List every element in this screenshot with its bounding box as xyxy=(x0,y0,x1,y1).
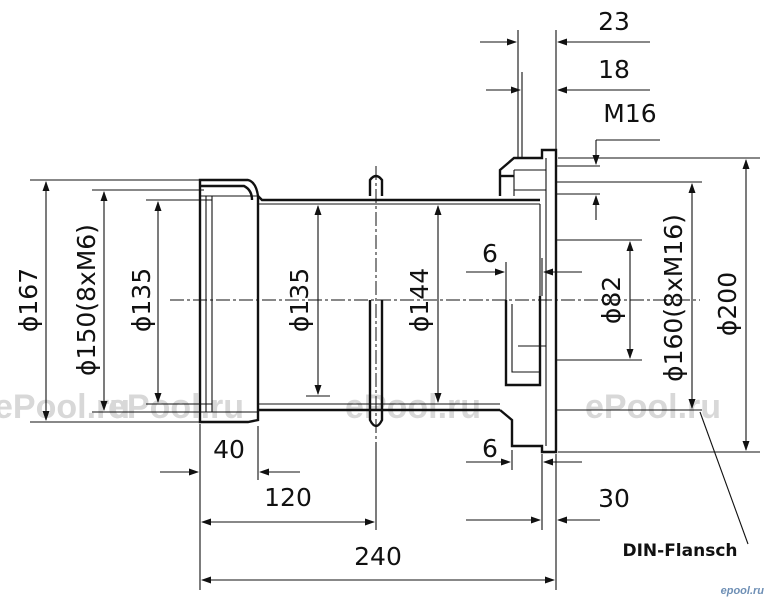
dim-d150: ϕ150(8xM6) xyxy=(72,224,101,376)
dim-d160: ϕ160(8xM16) xyxy=(659,214,688,382)
dim-d135-mid: ϕ135 xyxy=(285,268,314,332)
dim-d82: ϕ82 xyxy=(597,276,626,324)
site-logo: epool.ru xyxy=(721,585,765,597)
dim-6-top: 6 xyxy=(482,239,498,268)
watermark-4: ePool.ru xyxy=(585,388,721,426)
dimension-lines xyxy=(42,38,750,584)
dim-120: 120 xyxy=(264,483,312,512)
dim-6-bottom: 6 xyxy=(482,434,498,463)
dim-d135-left: ϕ135 xyxy=(127,268,156,332)
watermark-3: ePool.ru xyxy=(345,388,481,426)
watermark-2: ePool.ru xyxy=(108,388,244,426)
dim-d200: ϕ200 xyxy=(713,272,742,336)
dim-d144: ϕ144 xyxy=(405,268,434,332)
din-flansch-label: DIN-Flansch xyxy=(622,541,737,561)
watermark-1: ePool.ru xyxy=(0,388,130,426)
dim-30: 30 xyxy=(598,484,630,513)
dim-23: 23 xyxy=(598,7,630,36)
dim-18: 18 xyxy=(598,55,630,84)
dim-d167: ϕ167 xyxy=(14,268,43,332)
dim-40: 40 xyxy=(213,435,245,464)
dim-m16: M16 xyxy=(603,99,656,128)
extension-lines xyxy=(30,30,760,590)
dim-240: 240 xyxy=(354,542,402,571)
